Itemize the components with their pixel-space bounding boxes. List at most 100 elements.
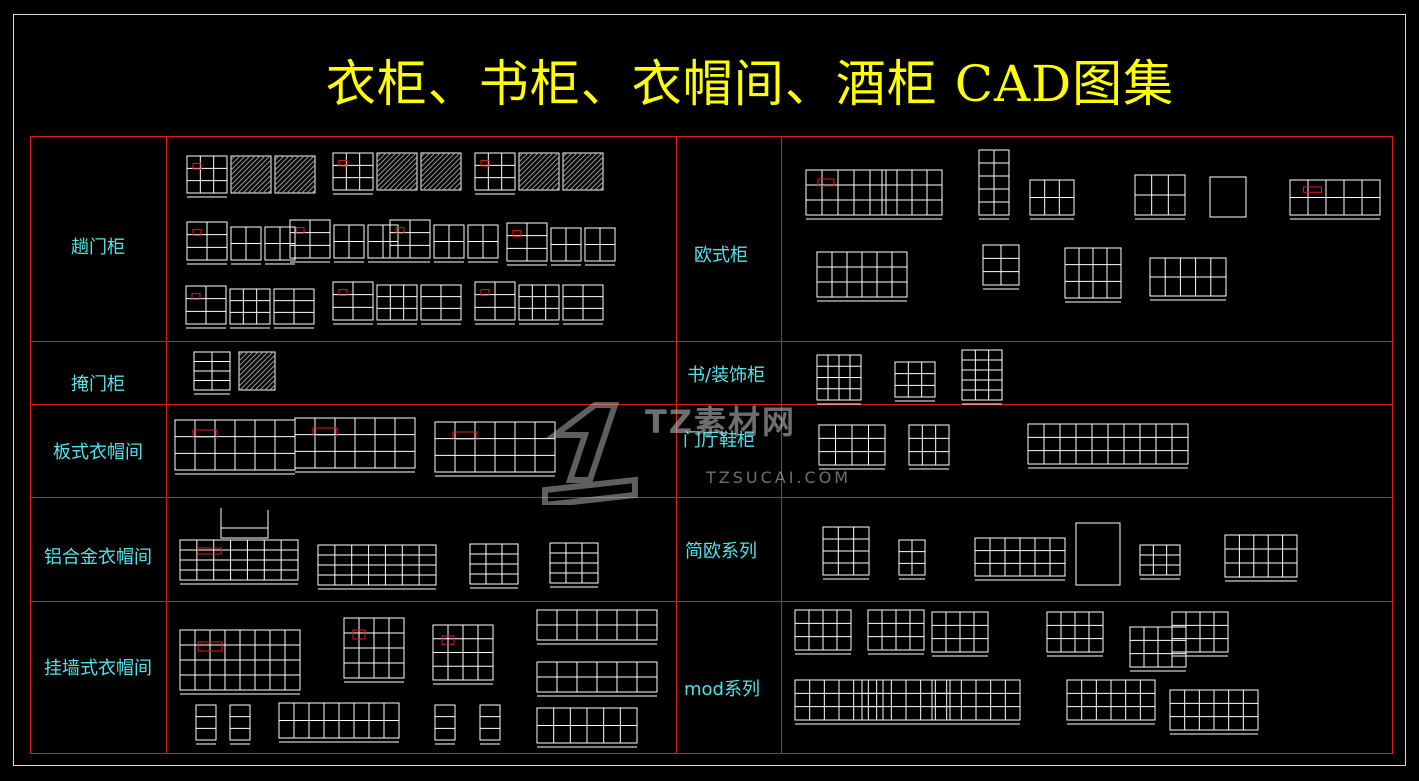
cad-thumbnail-part bbox=[242, 164, 272, 194]
cad-thumbnail-part bbox=[805, 169, 887, 216]
cad-thumbnail-part bbox=[562, 152, 578, 168]
cad-thumbnail-part bbox=[574, 161, 604, 191]
category-book-display-cabinet[interactable]: 书/装饰柜 bbox=[687, 365, 766, 386]
cad-thumbnail-part bbox=[447, 176, 462, 191]
cad-thumbnail-part bbox=[817, 178, 835, 187]
cad-thumbnail-part bbox=[281, 159, 316, 194]
cad-thumbnail-part bbox=[512, 230, 522, 237]
cad-thumbnail-part bbox=[562, 152, 573, 163]
category-sliding-door-wardrobe[interactable]: 趟门柜 bbox=[71, 237, 125, 258]
cad-thumbnail-part bbox=[295, 227, 305, 234]
category-aluminum-walk-in-closet[interactable]: 铝合金衣帽间 bbox=[44, 547, 152, 568]
cad-thumbnail-part bbox=[894, 361, 936, 398]
cad-thumbnail-part bbox=[1075, 522, 1121, 586]
cad-thumbnail-part bbox=[422, 152, 461, 191]
cad-thumbnail-part bbox=[550, 181, 560, 191]
category-panel-walk-in-closet[interactable]: 板式衣帽间 bbox=[53, 442, 143, 463]
cad-thumbnail-part bbox=[562, 152, 593, 183]
cad-thumbnail-part bbox=[437, 166, 462, 191]
cad-thumbnail-part bbox=[408, 181, 418, 191]
cad-thumbnail-part bbox=[420, 152, 456, 188]
category-simple-european-series[interactable]: 简欧系列 bbox=[685, 541, 757, 562]
cad-thumbnail-part bbox=[432, 161, 462, 191]
cad-thumbnail-part bbox=[286, 164, 316, 194]
cad-thumbnail-part bbox=[525, 156, 560, 191]
cad-thumbnail-part bbox=[229, 704, 251, 741]
cad-thumbnail-part bbox=[352, 629, 366, 640]
cad-thumbnail-part bbox=[480, 289, 490, 296]
cad-thumbnail-part bbox=[191, 293, 201, 300]
cad-thumbnail-part bbox=[338, 159, 348, 167]
cad-thumbnail-part bbox=[301, 179, 316, 194]
cad-thumbnail-part bbox=[479, 704, 501, 741]
cad-thumbnail-part bbox=[518, 152, 549, 183]
cad-thumbnail-part bbox=[274, 155, 300, 181]
grid-divider bbox=[31, 601, 1394, 602]
cad-thumbnail-part bbox=[589, 176, 604, 191]
cad-thumbnail-part bbox=[579, 166, 604, 191]
category-mod-series[interactable]: mod系列 bbox=[684, 679, 760, 700]
cad-thumbnail-part bbox=[413, 186, 418, 191]
cad-thumbnail-part bbox=[257, 179, 272, 194]
cad-thumbnail-part bbox=[311, 189, 316, 194]
cad-thumbnail-part bbox=[908, 424, 950, 466]
cad-thumbnail-part bbox=[376, 152, 387, 163]
cad-thumbnail-part bbox=[220, 527, 269, 539]
cad-thumbnail-part bbox=[274, 155, 310, 191]
cad-thumbnail-part bbox=[564, 152, 603, 191]
cad-thumbnail-part bbox=[229, 288, 271, 325]
grid-divider bbox=[31, 497, 1394, 498]
cad-thumbnail-part bbox=[192, 229, 202, 236]
cad-thumbnail-part bbox=[420, 152, 441, 173]
cad-thumbnail-part bbox=[238, 351, 254, 367]
cad-thumbnail-part bbox=[518, 152, 554, 188]
cad-thumbnail-part bbox=[274, 155, 285, 166]
cad-thumbnail-part bbox=[237, 159, 272, 194]
category-hall-shoe-cabinet[interactable]: 门厅鞋柜 bbox=[683, 430, 755, 451]
drawing-title: 衣柜、书柜、衣帽间、酒柜 CAD图集 bbox=[325, 55, 1175, 113]
cad-thumbnail-part bbox=[420, 152, 431, 163]
category-wall-mounted-closet[interactable]: 挂墙式衣帽间 bbox=[44, 658, 152, 679]
grid-divider bbox=[676, 137, 677, 753]
cad-thumbnail-part bbox=[434, 704, 456, 741]
cad-thumbnail-part bbox=[192, 429, 218, 438]
cad-thumbnail-part bbox=[480, 159, 490, 167]
cad-thumbnail-part bbox=[195, 704, 217, 741]
cad-thumbnail-part bbox=[518, 152, 544, 178]
cad-thumbnail-part bbox=[562, 152, 583, 173]
cad-thumbnail-part bbox=[395, 227, 405, 234]
category-european-cabinet[interactable]: 欧式柜 bbox=[694, 245, 748, 266]
cad-thumbnail-part bbox=[291, 169, 316, 194]
cad-thumbnail-part bbox=[535, 166, 560, 191]
cad-thumbnail-part bbox=[376, 284, 418, 321]
cad-thumbnail-part bbox=[555, 186, 560, 191]
cad-thumbnail-part bbox=[239, 354, 276, 391]
cad-thumbnail-part bbox=[376, 152, 392, 168]
cad-thumbnail-part bbox=[452, 181, 462, 191]
cad-thumbnail-part bbox=[530, 161, 560, 191]
grid-divider bbox=[31, 404, 1394, 405]
cad-thumbnail-part bbox=[961, 349, 1003, 401]
grid-divider bbox=[166, 137, 167, 753]
cad-thumbnail-part bbox=[238, 351, 259, 372]
cad-thumbnail-part bbox=[230, 155, 261, 186]
watermark-logo-icon bbox=[542, 402, 638, 505]
cad-thumbnail-part bbox=[403, 176, 418, 191]
cad-thumbnail-part bbox=[230, 155, 256, 181]
cad-thumbnail-part bbox=[274, 155, 305, 186]
cad-thumbnail-part bbox=[376, 152, 412, 188]
cad-thumbnail-part bbox=[388, 161, 418, 191]
cad-thumbnail-part bbox=[376, 152, 407, 183]
cad-thumbnail-part bbox=[332, 152, 374, 191]
cad-thumbnail-part bbox=[264, 379, 276, 391]
category-grid bbox=[30, 136, 1394, 754]
cad-thumbnail-part bbox=[518, 284, 560, 321]
cad-thumbnail-part bbox=[254, 369, 276, 391]
cad-thumbnail-part bbox=[274, 155, 290, 171]
cad-thumbnail-part bbox=[442, 171, 462, 191]
cad-thumbnail-part bbox=[274, 155, 280, 161]
cad-thumbnail-part bbox=[230, 155, 246, 171]
cad-thumbnail-part bbox=[562, 152, 598, 188]
category-hinged-door-wardrobe[interactable]: 掩门柜 bbox=[71, 374, 125, 395]
